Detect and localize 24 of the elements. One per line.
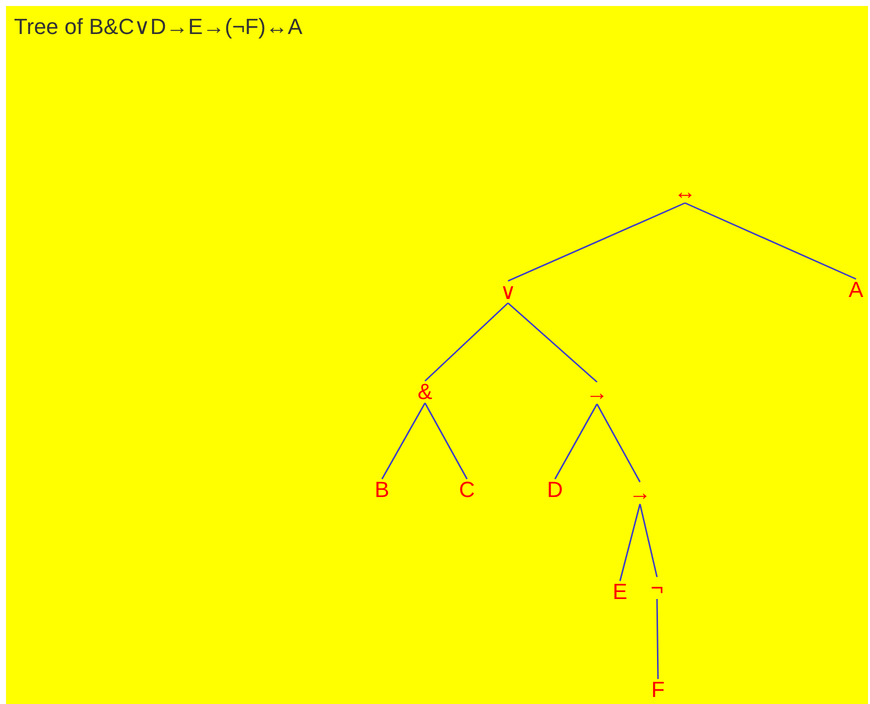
tree-node-symbol: → xyxy=(587,382,607,404)
tree-node-symbol: ¬ xyxy=(647,577,667,599)
tree-node-symbol: C xyxy=(457,479,477,501)
tree-node-symbol: B xyxy=(372,479,392,501)
tree-branch-line xyxy=(619,504,641,582)
tree-node-symbol: D xyxy=(545,479,565,501)
tree-branch-line xyxy=(684,202,856,280)
tree-branch-line xyxy=(554,404,598,480)
tree-branch-line xyxy=(381,402,426,480)
tree-branch-line xyxy=(424,402,468,480)
tree-branch-line xyxy=(508,302,598,383)
tree-branch-line xyxy=(639,504,658,578)
tree-node-symbol: F xyxy=(648,679,668,701)
tree-branch-line xyxy=(424,302,509,382)
tree-node-symbol: A xyxy=(846,279,866,301)
tree-node-symbol: ∨ xyxy=(498,281,518,303)
tree-branch-line xyxy=(596,404,641,482)
tree-node-symbol: E xyxy=(610,581,630,603)
tree-node-symbol: & xyxy=(415,381,435,403)
tree-node-symbol: ↔ xyxy=(675,181,695,203)
tree-node-symbol: → xyxy=(630,482,650,504)
tree-branch-line xyxy=(656,598,659,680)
tree-branch-line xyxy=(508,202,686,282)
diagram-title: Tree of B&C∨D→E→(¬F)↔A xyxy=(14,16,302,38)
